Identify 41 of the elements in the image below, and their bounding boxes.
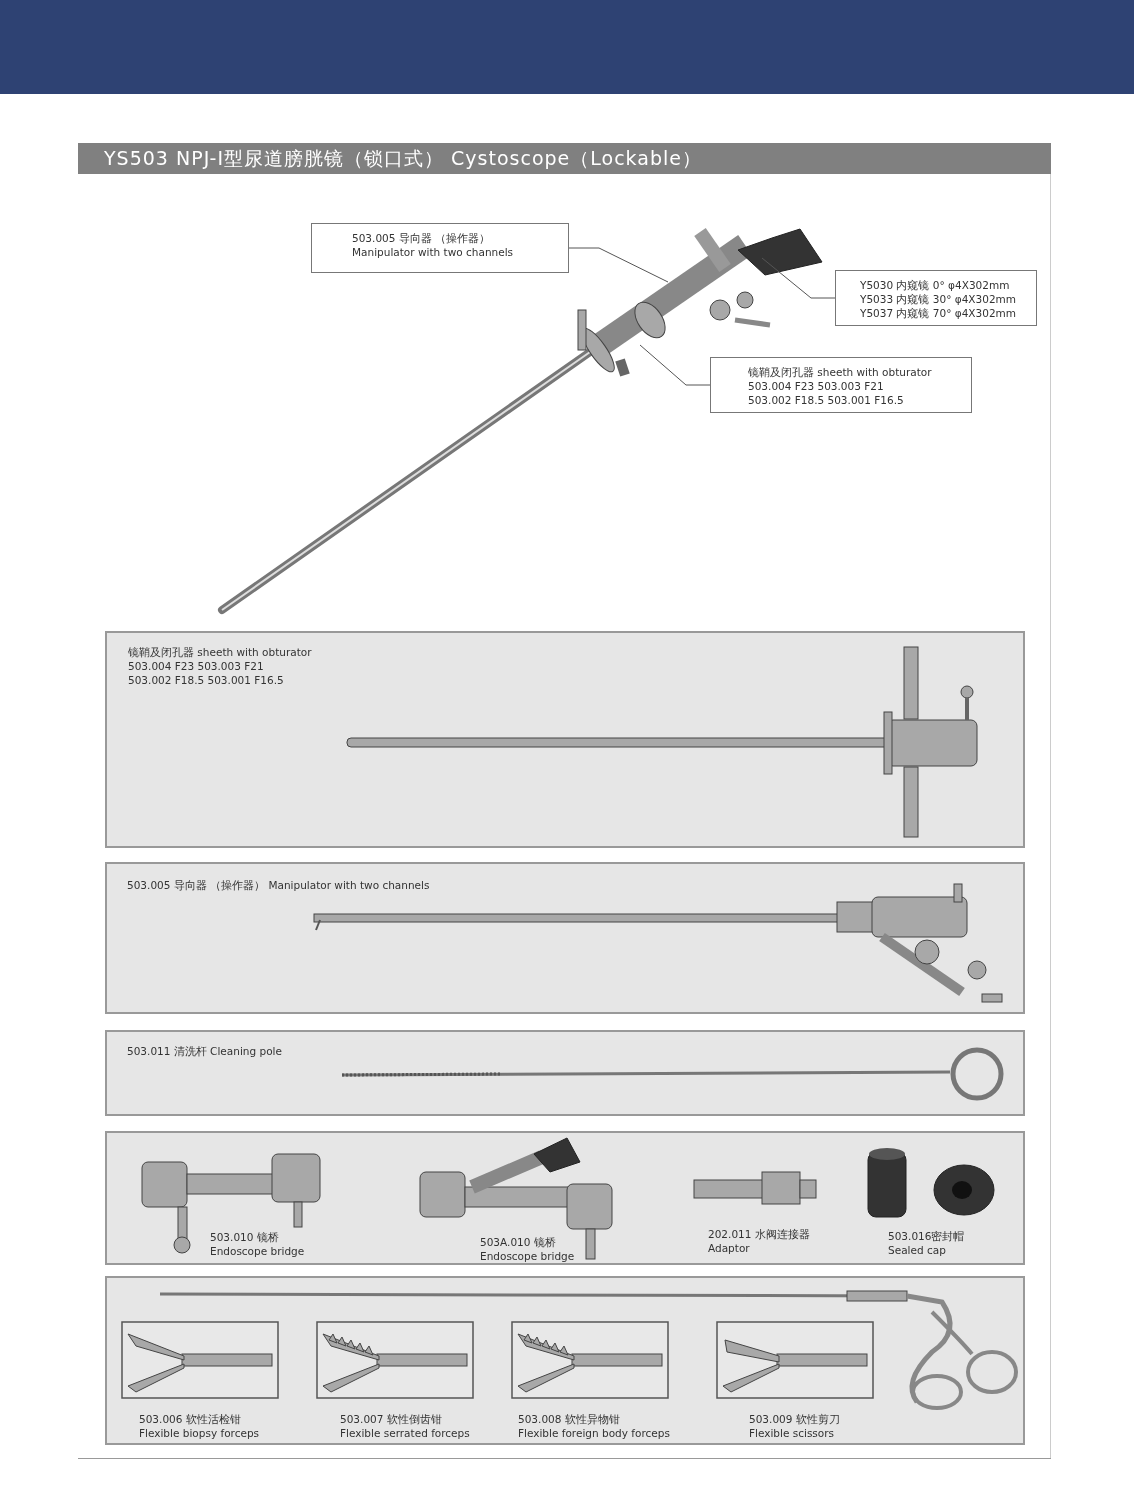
title-bar: YS503 NPJ-Ⅰ型尿道膀胱镜（锁口式） Cystoscope（Lockable） (78, 143, 1051, 174)
product-label: 503.005 导向器 （操作器） Manipulator with two channels (127, 878, 430, 892)
callout-text: 镜鞘及闭孔器 sheeth with obturator (748, 365, 932, 379)
product-label: Sealed cap (888, 1243, 946, 1257)
leader-line (761, 257, 836, 299)
callout-text: 503.002 F18.5 503.001 F16.5 (748, 393, 904, 407)
callout-text: Y5030 内窥镜 0° φ4X302mm (860, 278, 1010, 292)
callout-box (311, 223, 569, 273)
product-label: 503.007 软性倒齿钳 (340, 1412, 442, 1426)
product-label: 镜鞘及闭孔器 sheeth with obturator (128, 645, 312, 659)
callout-text: Manipulator with two channels (352, 245, 514, 259)
product-label: Endoscope bridge (480, 1249, 575, 1263)
callout-box (835, 270, 1037, 326)
product-panel (105, 1276, 1025, 1445)
product-label: 503.006 软性活检钳 (139, 1412, 241, 1426)
product-panel (105, 1030, 1025, 1116)
product-label: 503A.010 镜桥 (480, 1235, 556, 1249)
product-label: Flexible serrated forceps (340, 1426, 470, 1440)
callout-box (710, 357, 972, 413)
product-label: 202.011 水阀连接器 (708, 1227, 810, 1241)
product-label: Endoscope bridge (210, 1244, 305, 1258)
product-label: 503.010 镜桥 (210, 1230, 279, 1244)
product-panel (105, 862, 1025, 1014)
callout-text: 503.005 导向器 （操作器） (352, 231, 491, 245)
product-label: 503.016密封帽 (888, 1229, 965, 1243)
product-label: Flexible foreign body forceps (518, 1426, 670, 1440)
product-panel (105, 1131, 1025, 1265)
product-label: Flexible biopsy forceps (139, 1426, 259, 1440)
product-label: Flexible scissors (749, 1426, 835, 1440)
product-label: 503.004 F23 503.003 F21 (128, 659, 264, 673)
leader-line (639, 344, 711, 386)
product-label: Adaptor (708, 1241, 750, 1255)
callout-text: Y5033 内窥镜 30° φ4X302mm (860, 292, 1017, 306)
product-label: 503.002 F18.5 503.001 F16.5 (128, 673, 284, 687)
leader-line (568, 247, 669, 283)
product-label: 503.011 清洗杆 Cleaning pole (127, 1044, 282, 1058)
callout-text: 503.004 F23 503.003 F21 (748, 379, 884, 393)
product-label: 503.008 软性异物钳 (518, 1412, 620, 1426)
product-panel (105, 631, 1025, 848)
callout-text: Y5037 内窥镜 70° φ4X302mm (860, 306, 1017, 320)
product-label: 503.009 软性剪刀 (749, 1412, 840, 1426)
